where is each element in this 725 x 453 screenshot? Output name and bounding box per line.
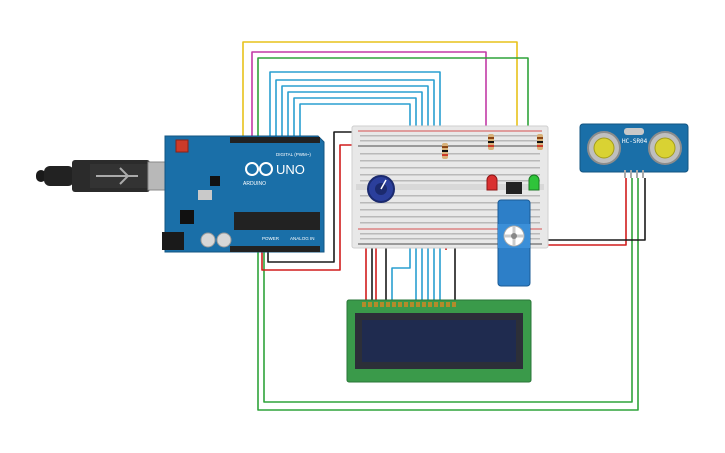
breadboard-holes bbox=[360, 135, 540, 240]
wire-red-6 bbox=[540, 178, 627, 246]
wire-black-5 bbox=[540, 178, 646, 241]
resistor-3 bbox=[537, 134, 543, 150]
resistor-2 bbox=[488, 134, 494, 150]
arduino-logo-icon bbox=[245, 162, 273, 176]
lcd-screen bbox=[362, 320, 516, 362]
wire-magenta bbox=[251, 51, 487, 148]
arduino-digital-label: DIGITAL (PWM~) bbox=[276, 152, 311, 157]
sensor-model-label: HC-SR04 bbox=[622, 138, 648, 145]
wire-green-loop-1 bbox=[257, 178, 639, 411]
lcd-display bbox=[346, 299, 532, 383]
led-red bbox=[486, 174, 498, 191]
arduino-brand-text: ARDUINO bbox=[243, 181, 266, 187]
reset-button bbox=[175, 139, 189, 153]
arduino-logo-text: UNO bbox=[276, 162, 305, 177]
ultrasonic-sensor: HC-SR04 bbox=[579, 123, 689, 178]
servo-motor bbox=[497, 199, 531, 287]
wire-red-1 bbox=[261, 144, 360, 271]
arduino-analog-label: ANALOG IN bbox=[290, 236, 315, 241]
resistor-1 bbox=[442, 143, 448, 159]
wire-black-1 bbox=[267, 131, 360, 263]
led-green bbox=[528, 174, 540, 191]
arduino-power-label: POWER bbox=[262, 236, 280, 241]
wire-green-loop-2 bbox=[263, 178, 633, 403]
potentiometer bbox=[367, 175, 395, 203]
transistor bbox=[506, 182, 522, 194]
arduino-board: UNO ARDUINO DIGITAL (PWM~) POWER ANALOG … bbox=[162, 135, 325, 253]
wire-yellow bbox=[242, 41, 518, 140]
resistors bbox=[442, 134, 543, 159]
wire-green-top bbox=[257, 57, 529, 178]
